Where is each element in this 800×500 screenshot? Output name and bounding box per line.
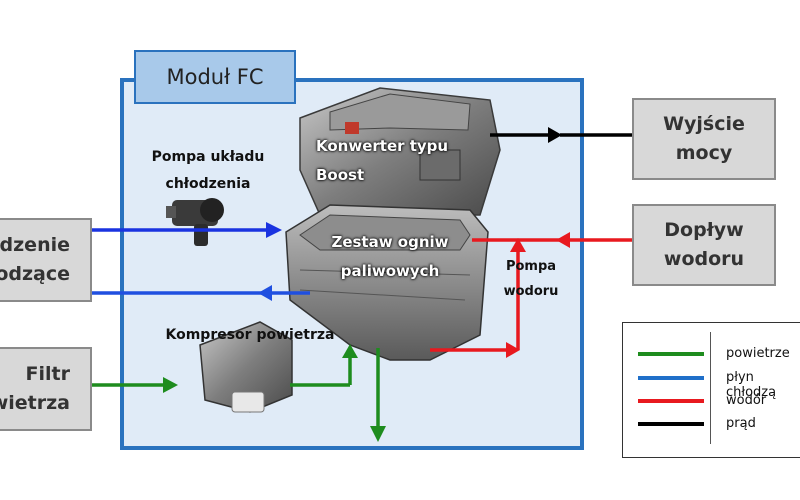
- hydrogen-supply-line2: wodoru: [663, 248, 745, 270]
- legend-label-hydrogen: wodór: [726, 393, 767, 408]
- hydrogen-pump-label: Pompa wodoru: [496, 255, 566, 304]
- hydrogen-pump-label-line2: wodoru: [503, 283, 559, 299]
- cooling-device-line1: ądzenie: [0, 233, 70, 256]
- legend-divider: [710, 332, 711, 444]
- air-compressed-arrow: [342, 344, 358, 358]
- legend-swatch-coolant: [638, 376, 704, 380]
- air-inlet-arrow: [163, 377, 178, 393]
- legend-label-power: prąd: [726, 416, 756, 431]
- legend-label-coolant: płyn chłodzą: [726, 370, 777, 400]
- cooling-pump-label-line2: chłodzenia: [165, 175, 251, 192]
- boost-converter-label-line2: Boost: [316, 165, 365, 184]
- cooling-device-box: ądzenie odzące: [0, 218, 92, 302]
- hydrogen-recirc-up-arrow: [510, 238, 526, 252]
- legend-swatch-hydrogen: [638, 399, 704, 403]
- air-filter-line1: Filtr: [25, 362, 70, 385]
- hydrogen-supply-line1: Dopływ: [664, 218, 744, 241]
- power-arrow: [548, 127, 562, 143]
- cooling-pump-image: [166, 198, 224, 246]
- legend-swatch-air: [638, 352, 704, 356]
- hydrogen-pump-label-line1: Pompa: [505, 259, 557, 274]
- air-compressor-image: [199, 321, 293, 413]
- hydrogen-supply-box: Dopływ wodoru: [632, 204, 776, 286]
- hydrogen-inlet-arrow: [556, 232, 570, 248]
- fuel-cell-stack-label-line1: Zestaw ogniw: [331, 233, 449, 251]
- legend: [622, 322, 800, 458]
- air-filter-line2: wietrza: [0, 392, 70, 414]
- fuel-cell-stack-label-line2: paliwowych: [340, 261, 440, 280]
- air-compressor-label: Kompresor powietrza: [165, 327, 335, 343]
- fuel-cell-stack-image: [285, 204, 489, 361]
- cooling-device-line2: odzące: [0, 263, 70, 285]
- power-output-box: Wyjście mocy: [632, 98, 776, 180]
- cooling-pump-label-line1: Pompa układu: [151, 149, 265, 165]
- cooling-pump-label: Pompa układu chłodzenia: [150, 144, 266, 197]
- air-filter-box: Filtr wietrza: [0, 347, 92, 431]
- coolant-inlet-arrow: [266, 222, 282, 238]
- coolant-outlet-arrow: [258, 285, 272, 301]
- fc-module-title: Moduł FC: [134, 50, 296, 104]
- legend-label-air: powietrze: [726, 346, 790, 361]
- boost-converter-label: Konwerter typu Boost: [316, 132, 448, 189]
- legend-swatch-power: [638, 422, 704, 426]
- air-exhaust-arrow: [370, 426, 386, 442]
- power-output-line1: Wyjście: [663, 112, 745, 135]
- fuel-cell-stack-label: Zestaw ogniw paliwowych: [330, 228, 450, 285]
- boost-converter-image: [299, 87, 501, 216]
- hydrogen-recirc-right-arrow: [506, 342, 520, 358]
- power-output-line2: mocy: [675, 142, 733, 164]
- boost-converter-label-line1: Konwerter typu: [316, 137, 449, 155]
